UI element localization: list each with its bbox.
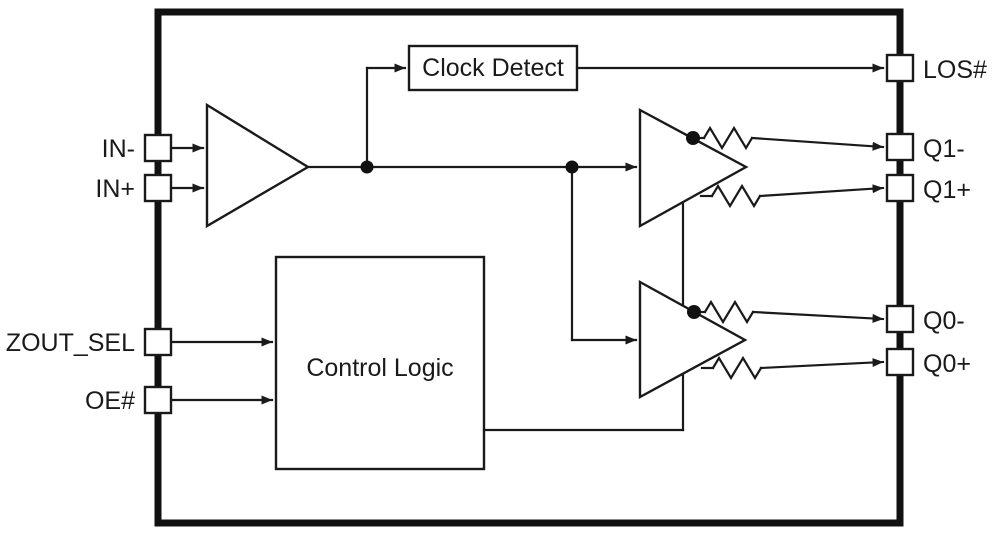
pad-square-in-plus[interactable] — [143, 173, 173, 203]
input-pad-in-minus[interactable]: IN- — [102, 133, 173, 163]
q1-output-buffer — [638, 107, 885, 229]
output-pad-q0-plus[interactable]: Q0+ — [885, 347, 971, 378]
pin-label-in-minus: IN- — [102, 135, 135, 163]
pin-label-q0-minus: Q0- — [923, 307, 965, 335]
q0-output-buffer — [638, 279, 885, 400]
pad-square-q0-plus[interactable] — [885, 347, 915, 377]
output-pad-q1-plus[interactable]: Q1+ — [885, 173, 971, 204]
pin-label-q0-plus: Q0+ — [923, 350, 971, 378]
pin-label-los-hash: LOS# — [923, 56, 987, 84]
junction-dot-q1-resistor-tap — [686, 131, 700, 145]
device-outline — [154, 8, 904, 527]
input-pad-zout-sel[interactable]: ZOUT_SEL — [6, 327, 173, 357]
output-pad-q0-minus[interactable]: Q0- — [885, 304, 965, 335]
pin-label-in-plus: IN+ — [95, 175, 135, 203]
pin-label-oe-hash: OE# — [85, 387, 135, 415]
input-pad-oe-hash[interactable]: OE# — [85, 385, 173, 415]
pad-square-q1-minus[interactable] — [885, 132, 915, 162]
junction-dot-q0-resistor-tap — [687, 305, 701, 319]
input-buffer-amplifier — [205, 102, 311, 229]
pin-label-zout-sel: ZOUT_SEL — [6, 329, 135, 357]
clock-detect-block: Clock Detect — [407, 44, 885, 92]
junction-dot-buffer-split — [565, 160, 579, 174]
control-logic-block: Control Logic — [169, 142, 685, 471]
pad-square-q0-minus[interactable] — [885, 304, 915, 334]
pad-square-oe-hash[interactable] — [143, 385, 173, 415]
output-pad-q1-minus[interactable]: Q1- — [885, 132, 965, 163]
clock-detect-label: Clock Detect — [422, 54, 564, 82]
pin-label-q1-minus: Q1- — [923, 135, 965, 163]
junction-dot-input-tap — [360, 160, 374, 174]
junction-dots — [360, 131, 701, 319]
output-pad-los-hash[interactable]: LOS# — [885, 53, 987, 84]
pad-square-in-minus[interactable] — [143, 133, 173, 163]
input-pin-wires — [169, 143, 205, 193]
pad-square-zout-sel[interactable] — [143, 327, 173, 357]
input-pad-in-plus[interactable]: IN+ — [95, 173, 173, 203]
pad-square-los-hash[interactable] — [885, 53, 915, 83]
pad-square-q1-plus[interactable] — [885, 173, 915, 203]
pin-label-q1-plus: Q1+ — [923, 176, 971, 204]
control-logic-label: Control Logic — [306, 354, 453, 382]
